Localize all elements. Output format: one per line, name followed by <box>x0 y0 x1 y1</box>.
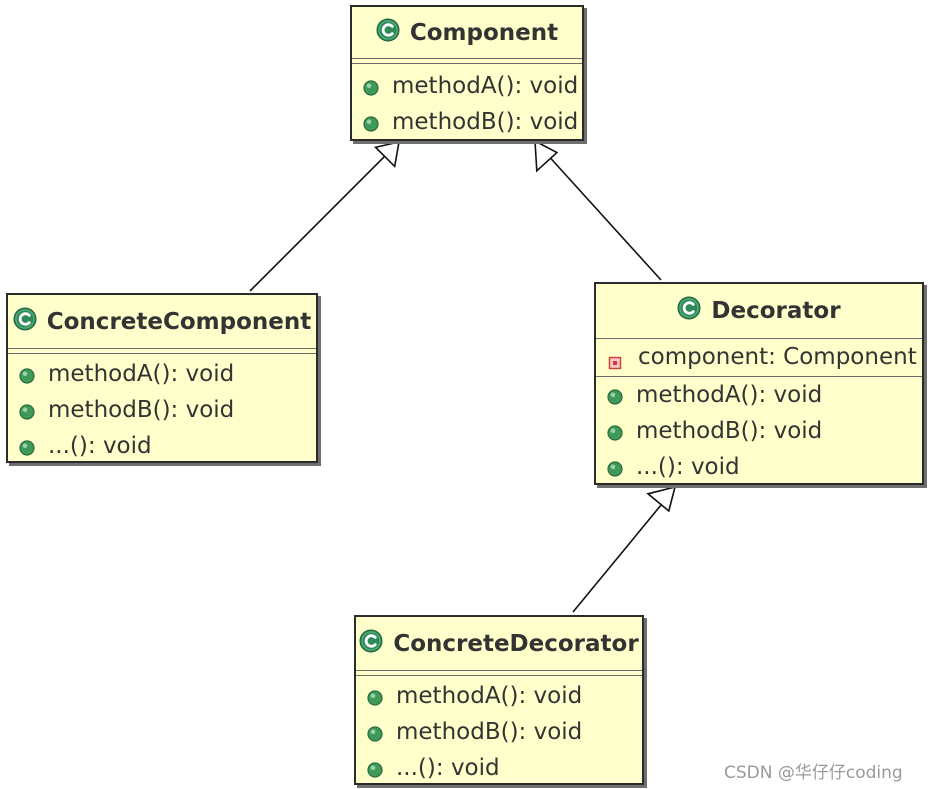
public-method-icon <box>606 458 624 477</box>
class-icon <box>376 18 400 48</box>
method-item: ...(): void <box>8 428 316 464</box>
method-item-label: methodA(): void <box>636 382 823 408</box>
public-method-icon <box>366 723 384 742</box>
generalization-arrowhead <box>534 139 559 173</box>
method-item: ...(): void <box>356 750 642 786</box>
method-item-label: methodB(): void <box>636 418 823 444</box>
method-item: methodA(): void <box>356 678 642 714</box>
method-compartment: methodA(): void methodB(): void ...(): voi… <box>596 377 922 485</box>
public-method-icon <box>362 113 380 132</box>
method-item-label: ...(): void <box>396 755 500 781</box>
public-method-icon <box>362 77 380 96</box>
public-method-icon <box>18 401 36 420</box>
method-item: methodB(): void <box>8 392 316 428</box>
class-name: ConcreteDecorator <box>393 630 639 657</box>
public-method-icon <box>18 437 36 456</box>
class-icon <box>13 307 37 337</box>
method-compartment: methodA(): void methodB(): void <box>352 64 582 140</box>
method-item: methodA(): void <box>352 68 582 104</box>
class-icon <box>677 296 701 326</box>
method-item-label: ...(): void <box>48 433 152 459</box>
method-item-label: ...(): void <box>636 454 740 480</box>
public-method-icon <box>366 759 384 778</box>
generalization-line <box>572 498 667 613</box>
method-item: methodB(): void <box>596 413 922 449</box>
method-compartment: methodA(): void methodB(): void ...(): voi… <box>8 354 316 464</box>
field-item: component: Component <box>596 339 922 375</box>
public-method-icon <box>18 365 36 384</box>
class-box-concrete-decorator[interactable]: ConcreteDecorator methodA(): void methodB… <box>354 615 644 785</box>
class-box-decorator[interactable]: Decorator component: Component methodA()… <box>594 282 924 485</box>
method-item-label: methodB(): void <box>396 719 583 745</box>
generalization-arrowhead <box>374 140 400 169</box>
class-name: Component <box>409 19 559 46</box>
method-item-label: methodA(): void <box>392 73 579 99</box>
attribute-compartment <box>8 349 316 354</box>
method-item-label: methodA(): void <box>48 361 235 387</box>
class-icon <box>359 629 383 659</box>
method-item: methodB(): void <box>352 104 582 140</box>
attribute-compartment: component: Component <box>596 339 922 377</box>
method-item-label: methodB(): void <box>392 109 579 135</box>
field-item-label: component: Component <box>638 344 917 370</box>
class-box-component[interactable]: Component methodA(): void methodB(): void <box>350 5 584 141</box>
method-item: ...(): void <box>596 449 922 485</box>
generalization-line <box>249 151 390 292</box>
method-compartment: methodA(): void methodB(): void ...(): voi… <box>356 676 642 786</box>
class-box-concrete-component[interactable]: ConcreteComponent methodA(): void methodB… <box>6 293 318 463</box>
method-item: methodA(): void <box>8 356 316 392</box>
method-item: methodA(): void <box>596 377 922 413</box>
method-item-label: methodA(): void <box>396 683 583 709</box>
class-header: Component <box>352 7 582 59</box>
class-name: ConcreteComponent <box>46 308 312 335</box>
class-header: ConcreteDecorator <box>356 617 642 671</box>
private-field-icon <box>608 350 622 370</box>
generalization-line <box>544 151 662 281</box>
public-method-icon <box>606 422 624 441</box>
public-method-icon <box>606 386 624 405</box>
generalization-arrowhead <box>646 485 677 513</box>
attribute-compartment <box>352 59 582 64</box>
method-item: methodB(): void <box>356 714 642 750</box>
public-method-icon <box>366 687 384 706</box>
method-item-label: methodB(): void <box>48 397 235 423</box>
class-header: ConcreteComponent <box>8 295 316 349</box>
watermark: CSDN @华仔仔coding <box>724 763 903 783</box>
class-header: Decorator <box>596 284 922 339</box>
class-name: Decorator <box>711 298 841 324</box>
attribute-compartment <box>356 671 642 676</box>
